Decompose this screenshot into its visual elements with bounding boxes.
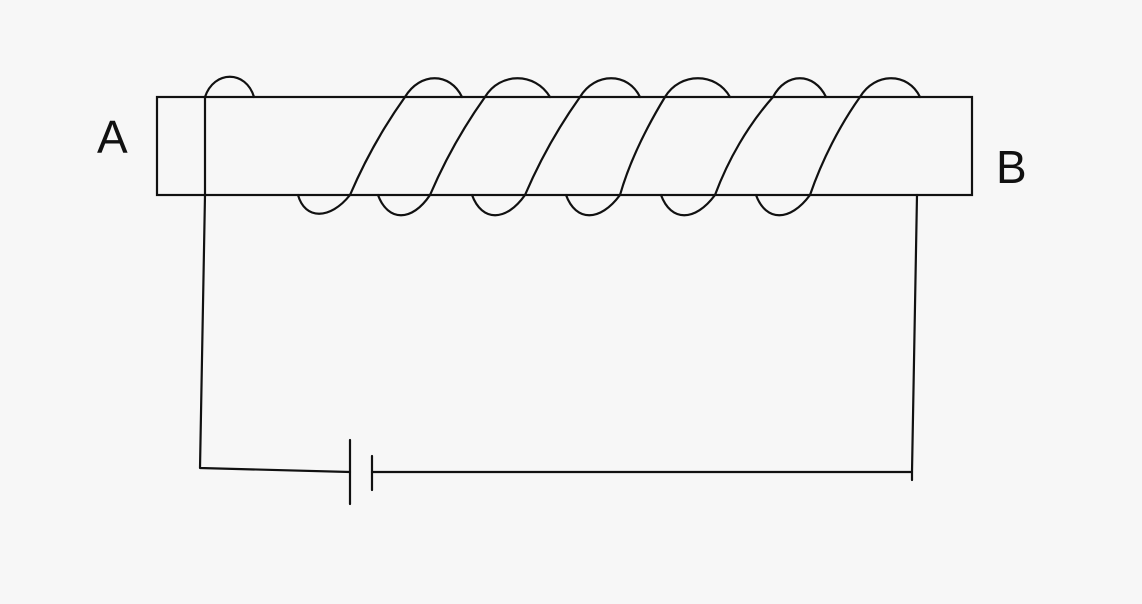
coil-loop-bottom-1 <box>296 193 352 215</box>
left-lead-wire <box>198 95 352 474</box>
battery-icon <box>348 438 374 506</box>
coil-loop-top-2 <box>483 77 552 99</box>
iron-core <box>155 95 974 197</box>
coil-loop-top-6 <box>858 77 922 99</box>
right-lead-wire <box>370 193 919 474</box>
coil-front-turns <box>348 95 862 197</box>
coil-turn-front-6 <box>808 95 862 197</box>
coil-loop-top-0 <box>203 75 256 99</box>
coil-loop-top-5 <box>771 77 828 99</box>
coil-loop-top-1 <box>403 77 464 99</box>
coil-loop-bottom-6 <box>754 193 812 217</box>
coil-back-loops <box>296 193 812 217</box>
coil-loop-bottom-3 <box>470 193 527 217</box>
coil-loop-top-3 <box>578 77 642 99</box>
coil-turn-front-2 <box>428 95 487 197</box>
coil-loop-bottom-2 <box>376 193 432 217</box>
coil-turn-front-5 <box>713 95 775 197</box>
coil-loop-bottom-5 <box>659 193 717 217</box>
coil-turn-front-1 <box>348 95 407 197</box>
label-a: A <box>97 111 128 163</box>
coil-top-loops <box>203 75 922 99</box>
coil-loop-top-4 <box>663 77 732 99</box>
coil-loop-bottom-4 <box>564 193 622 217</box>
coil-turn-front-4 <box>618 95 667 197</box>
label-b: B <box>996 141 1027 193</box>
circuit-wires <box>198 95 919 482</box>
coil-turn-front-3 <box>523 95 582 197</box>
